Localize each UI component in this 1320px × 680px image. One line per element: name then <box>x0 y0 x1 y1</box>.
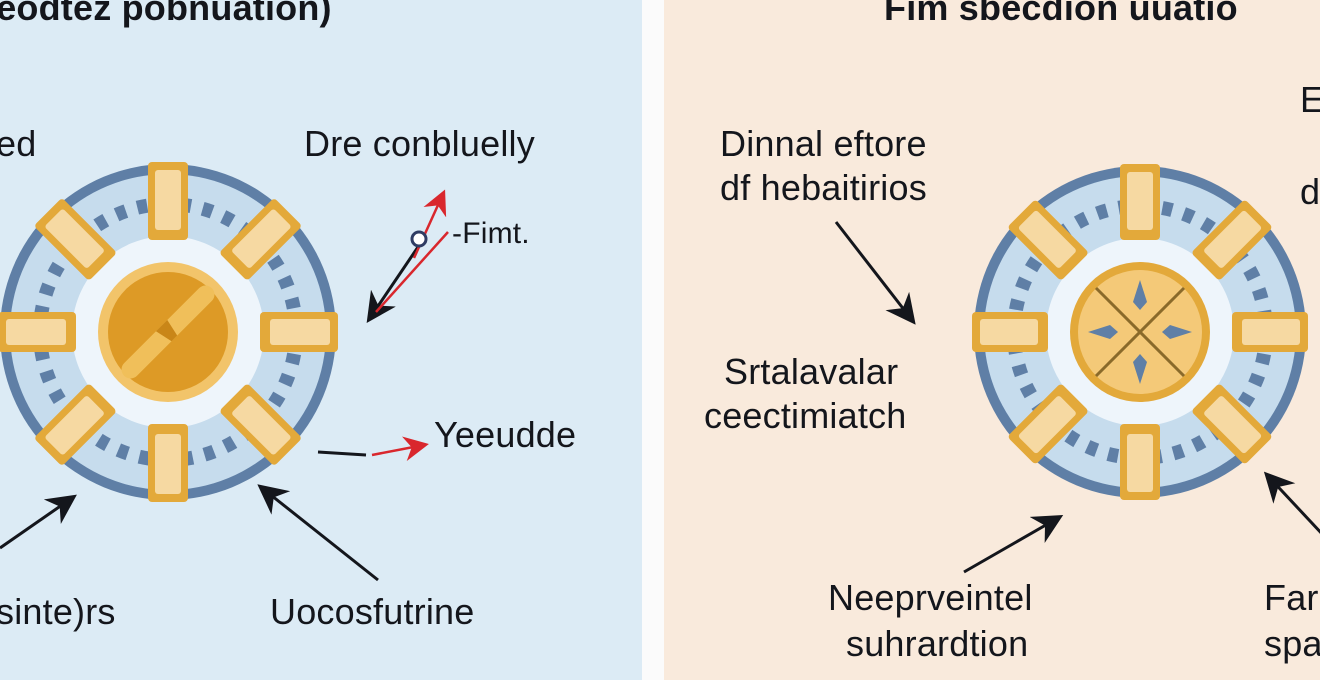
label-edge-bottom2: spa <box>1264 623 1320 664</box>
right-diagram-graphics <box>834 164 1320 574</box>
label-bottom-center: Uocosfutrine <box>270 591 475 632</box>
label-mid-line2: ceectimiatch <box>704 395 907 436</box>
core-cross <box>1088 280 1192 384</box>
right-arrows <box>834 221 1320 574</box>
core-blade <box>121 285 215 379</box>
arrow-mid-red <box>371 436 429 462</box>
arrow-mid-stub <box>317 450 367 457</box>
panel-divider <box>642 0 664 680</box>
left-panel: ieodtez pobnuation) ed Dre conbluelly -F… <box>0 0 642 680</box>
pod-set <box>972 164 1308 500</box>
label-edge-bottom1: Far <box>1264 577 1319 618</box>
label-mid-line1: Srtalavalar <box>724 351 899 392</box>
left-rotor-assembly <box>0 162 338 502</box>
label-mid-right: Yeeudde <box>434 414 577 455</box>
left-arrows <box>0 189 449 582</box>
right-rotor-assembly <box>972 164 1308 500</box>
label-bottom-line2: suhrardtion <box>846 623 1029 664</box>
label-top-right: Dre conbluelly <box>304 123 535 164</box>
arrow-upper-black <box>366 243 422 323</box>
arrow-bottom-label <box>963 515 1064 574</box>
arrow-bottom-left <box>0 494 77 550</box>
label-bottom-line1: Neeprveintel <box>828 577 1033 618</box>
label-top-line2: df hebaitirios <box>720 167 927 208</box>
arrow-top-label <box>834 221 916 325</box>
label-bottom-left: sinte)rs <box>0 591 116 632</box>
right-panel: Fim sbecdion uuatio Dinnal eftore df heb… <box>664 0 1320 680</box>
label-top-left: ed <box>0 123 37 164</box>
pivot-marker <box>410 230 428 248</box>
arrow-upper-red-diag <box>375 231 449 313</box>
label-edge-top: E <box>1300 79 1320 120</box>
label-arrow-tag: -Fimt. <box>452 217 530 250</box>
right-panel-title: Fim sbecdion uuatio <box>884 0 1238 28</box>
arrow-upper-red-up <box>412 189 447 259</box>
arrow-edge-bottom <box>1263 471 1320 534</box>
left-diagram-graphics <box>0 162 449 582</box>
arrow-bottom-center <box>257 484 379 582</box>
label-top-line1: Dinnal eftore <box>720 123 927 164</box>
label-edge-mid: d <box>1300 171 1320 212</box>
pod-set <box>0 162 338 502</box>
left-panel-title: ieodtez pobnuation) <box>0 0 332 28</box>
